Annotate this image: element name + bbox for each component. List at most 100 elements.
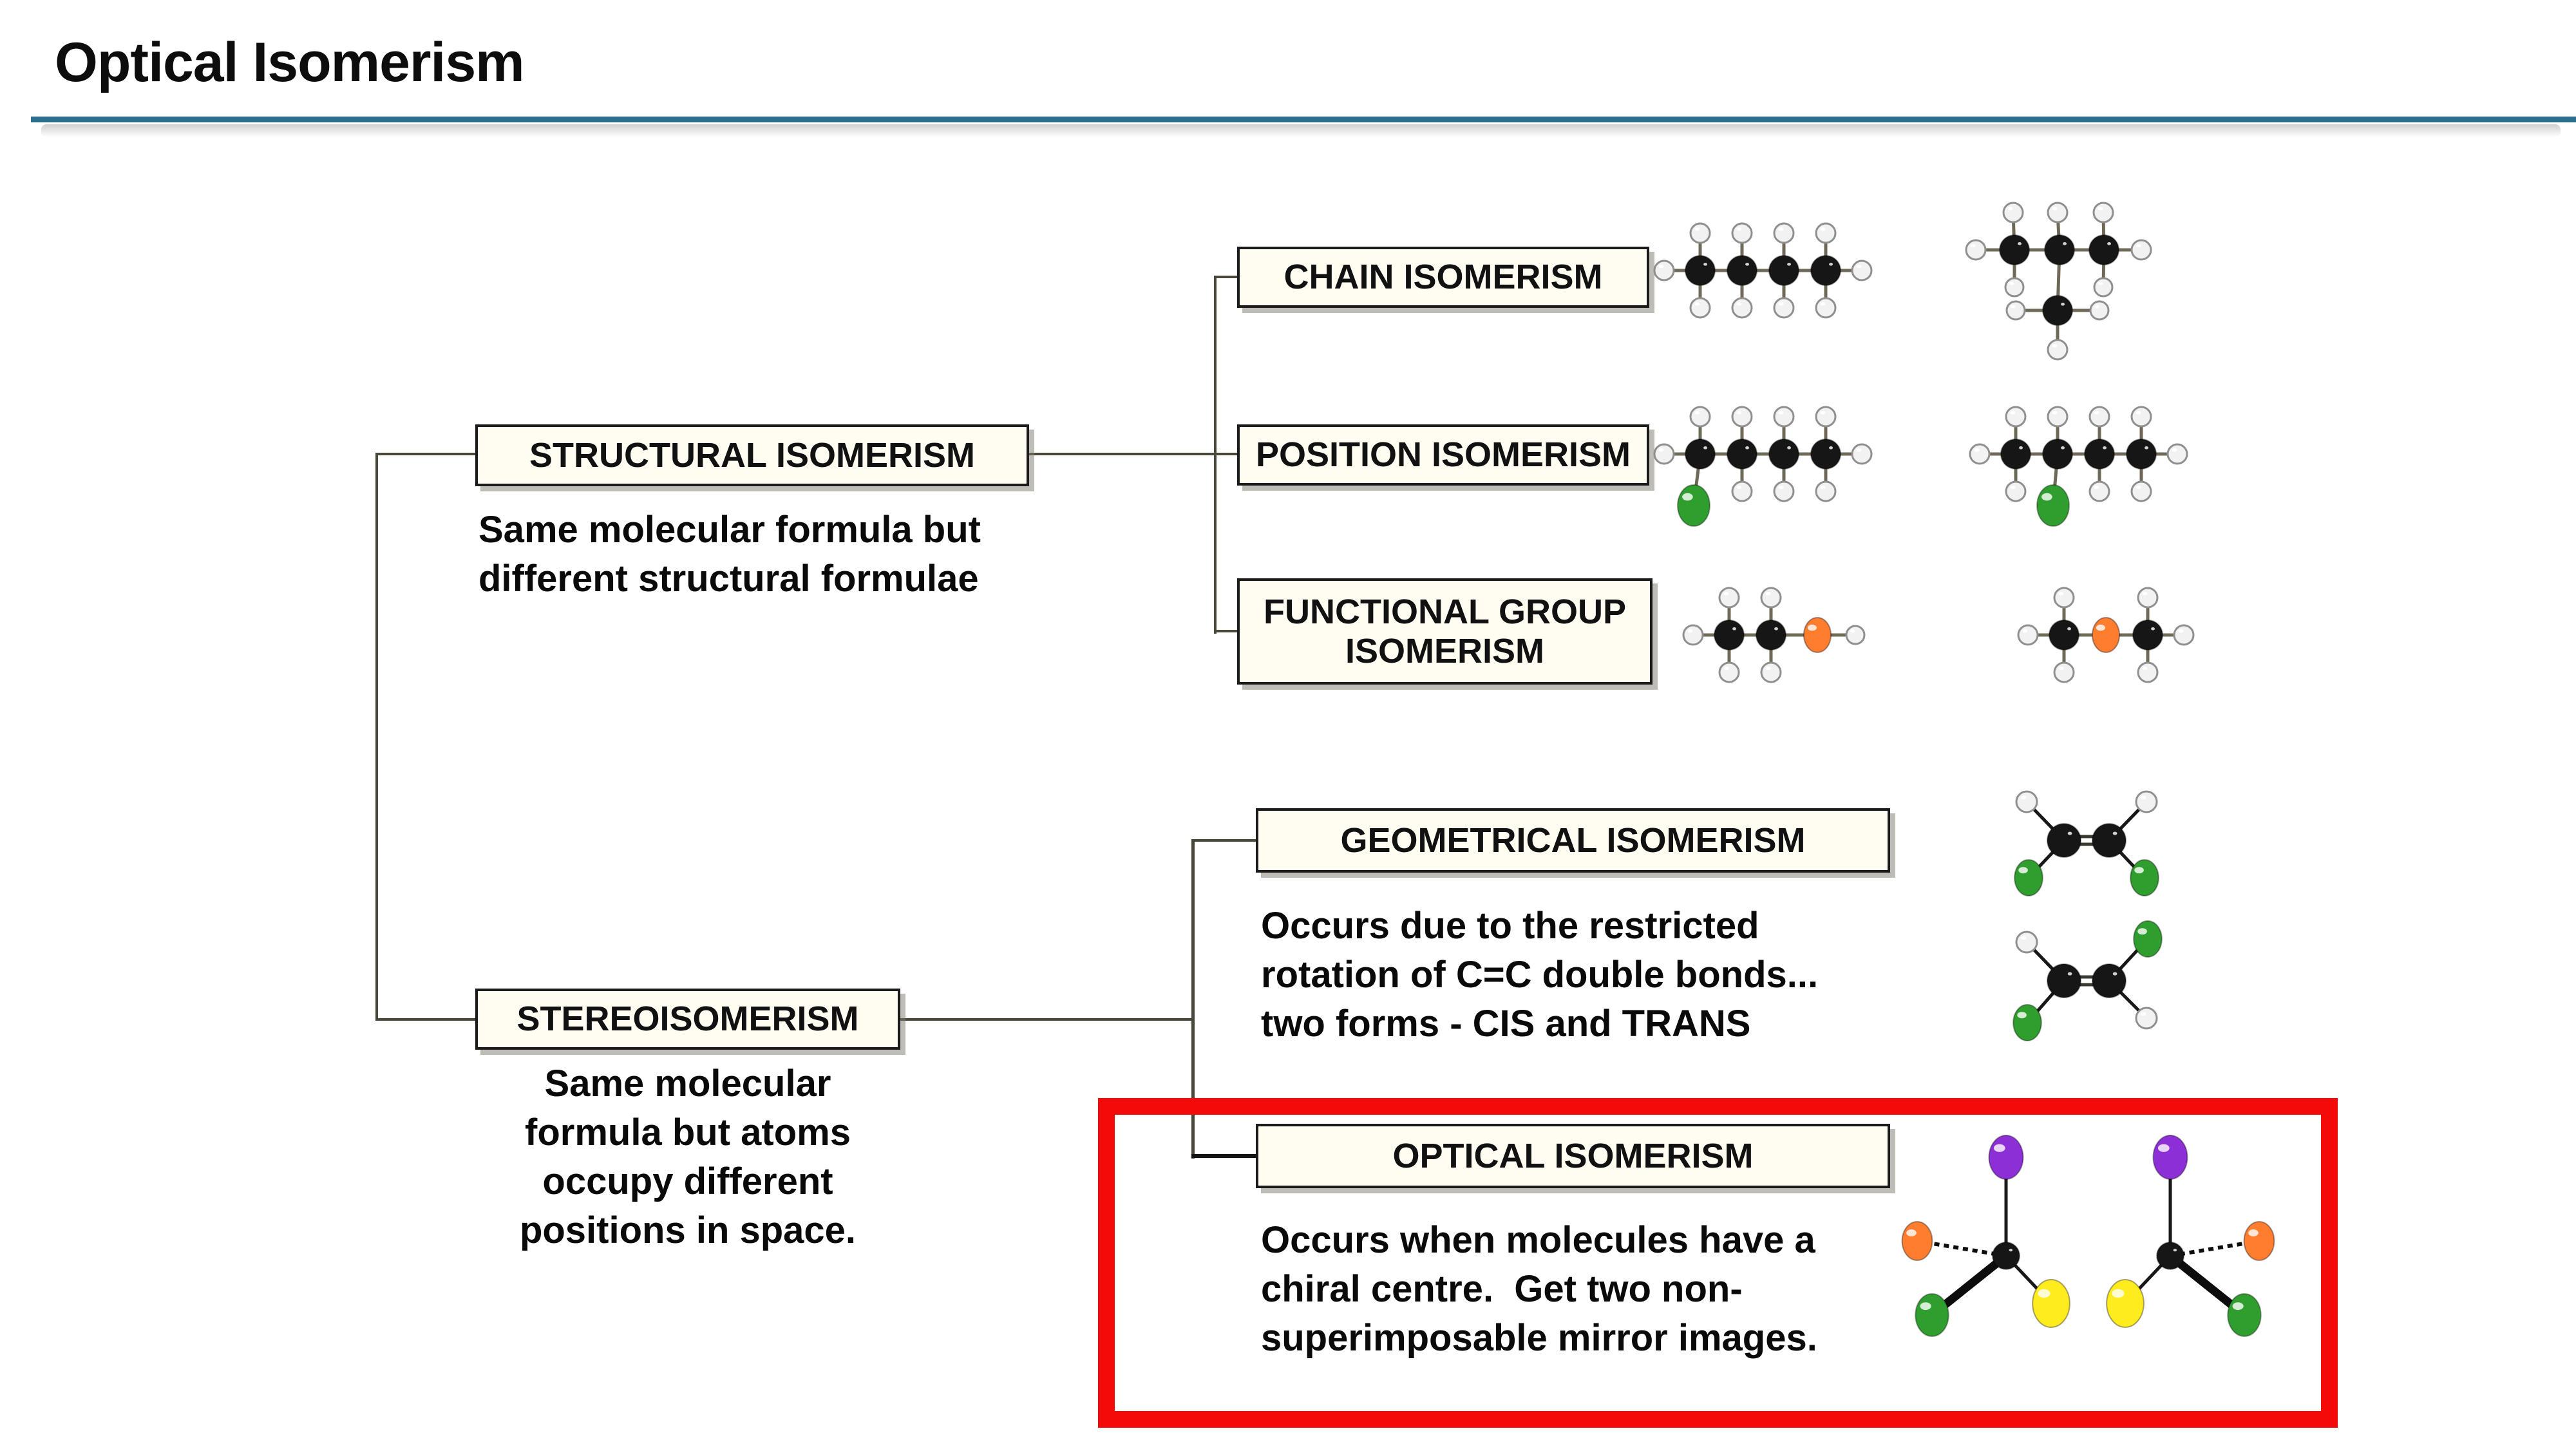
atom-o [1901, 1221, 1933, 1261]
atom-h [2137, 661, 2159, 683]
atom-h [2135, 790, 2158, 813]
node-chain-label: CHAIN ISOMERISM [1283, 258, 1603, 297]
atom-h [2093, 277, 2114, 298]
atom-c [2047, 963, 2081, 998]
atom-h [2053, 587, 2075, 609]
atom-cl [2133, 920, 2163, 958]
atom-h [1689, 222, 1711, 244]
atom-h [1731, 297, 1753, 319]
atom-c [2042, 295, 2073, 326]
atom-p [2152, 1135, 2188, 1180]
atom-h [1969, 443, 1991, 465]
connector-stereo-left [375, 1018, 477, 1021]
node-stereoisomerism: STEREOISOMERISM [475, 989, 900, 1050]
atom-c [2126, 439, 2157, 469]
node-functional-group-isomerism: FUNCTIONAL GROUP ISOMERISM [1237, 578, 1653, 685]
atom-h [2130, 239, 2152, 261]
atom-h [2053, 661, 2075, 683]
atom-h [1760, 587, 1782, 609]
atom-h [2047, 202, 2069, 223]
page-title: Optical Isomerism [55, 32, 525, 93]
atom-h [1845, 625, 1866, 645]
atom-c [2047, 823, 2081, 858]
atom-h [2047, 406, 2069, 428]
atom-h [2137, 587, 2159, 609]
atom-h [2092, 202, 2114, 223]
atom-h [1851, 443, 1873, 465]
atom-y [2032, 1279, 2070, 1328]
title-underline-shadow [41, 124, 2561, 137]
molecule-butane-straight-chain [1653, 222, 1873, 319]
atom-h [2088, 406, 2110, 428]
atom-h [2005, 300, 2026, 321]
atom-h [2130, 480, 2152, 502]
atom-c [1768, 255, 1799, 286]
atom-c [1727, 439, 1757, 469]
atom-c [2156, 1242, 2184, 1270]
atom-h [2047, 339, 2069, 361]
atom-c [1999, 234, 2030, 265]
atom-h [1682, 624, 1704, 646]
atom-c [1810, 255, 1841, 286]
stereo-description: Same molecular formula but atoms occupy … [519, 1063, 857, 1251]
atom-h [2135, 1007, 2158, 1030]
atom-cl [1677, 484, 1710, 527]
atom-h [1773, 297, 1795, 319]
atom-c [2044, 234, 2075, 265]
connector-left-vertical [375, 453, 378, 1021]
atom-h [2089, 300, 2110, 321]
atom-c [2092, 823, 2126, 858]
geometrical-description: Occurs due to the restricted rotation of… [1261, 905, 1819, 1045]
molecule-1-chlorobutane [1653, 406, 1873, 527]
atom-h [2015, 790, 2038, 813]
atom-h [2166, 443, 2188, 465]
atom-c [2042, 439, 2073, 469]
atom-h [1731, 406, 1753, 428]
atom-c [1685, 439, 1716, 469]
atom-c [2088, 234, 2119, 265]
atom-h [1653, 443, 1675, 465]
atom-h [1731, 480, 1753, 502]
molecule-dimethyl-ether [2017, 587, 2195, 683]
node-functional-label: FUNCTIONAL GROUP ISOMERISM [1264, 592, 1626, 670]
atom-c [1810, 439, 1841, 469]
atom-c [2084, 439, 2115, 469]
atom-cl [2012, 1004, 2042, 1041]
atom-cl [2130, 859, 2159, 896]
atom-h [2005, 406, 2027, 428]
molecule-cis-isomer [2014, 790, 2159, 896]
molecule-ethanol [1682, 587, 1866, 683]
atom-c [1685, 255, 1716, 286]
atom-h [2130, 406, 2152, 428]
atom-h [1773, 406, 1795, 428]
connector-chain-stub [1214, 276, 1240, 278]
node-stereo-label: STEREOISOMERISM [516, 999, 859, 1039]
atom-cl [2227, 1293, 2262, 1337]
molecule-2-chlorobutane [1969, 406, 2188, 527]
atom-h [1689, 297, 1711, 319]
connector-structural-left [375, 453, 477, 455]
atom-h [1773, 480, 1795, 502]
atom-y [2106, 1279, 2145, 1328]
node-optical-label: OPTICAL ISOMERISM [1392, 1136, 1754, 1175]
atom-h [1815, 297, 1837, 319]
molecule-chiral-molecule-left [1901, 1135, 2070, 1337]
atom-c [1727, 255, 1757, 286]
atom-c [2000, 439, 2031, 469]
node-position-isomerism: POSITION ISOMERISM [1237, 424, 1649, 486]
atom-c [1992, 1242, 2020, 1270]
atom-o [2243, 1221, 2275, 1261]
connector-stereo-right [900, 1018, 1194, 1021]
atom-h [1689, 406, 1711, 428]
atom-h [2002, 202, 2024, 223]
node-geometrical-label: GEOMETRICAL ISOMERISM [1340, 820, 1806, 860]
atom-c [2092, 963, 2126, 998]
atom-h [1965, 239, 1987, 261]
atom-h [1731, 222, 1753, 244]
atom-h [1773, 222, 1795, 244]
connector-structural-to-position [1029, 453, 1240, 455]
atom-c [2049, 620, 2079, 650]
atom-cl [1915, 1293, 1949, 1337]
connector-geometrical-stub [1191, 839, 1258, 842]
